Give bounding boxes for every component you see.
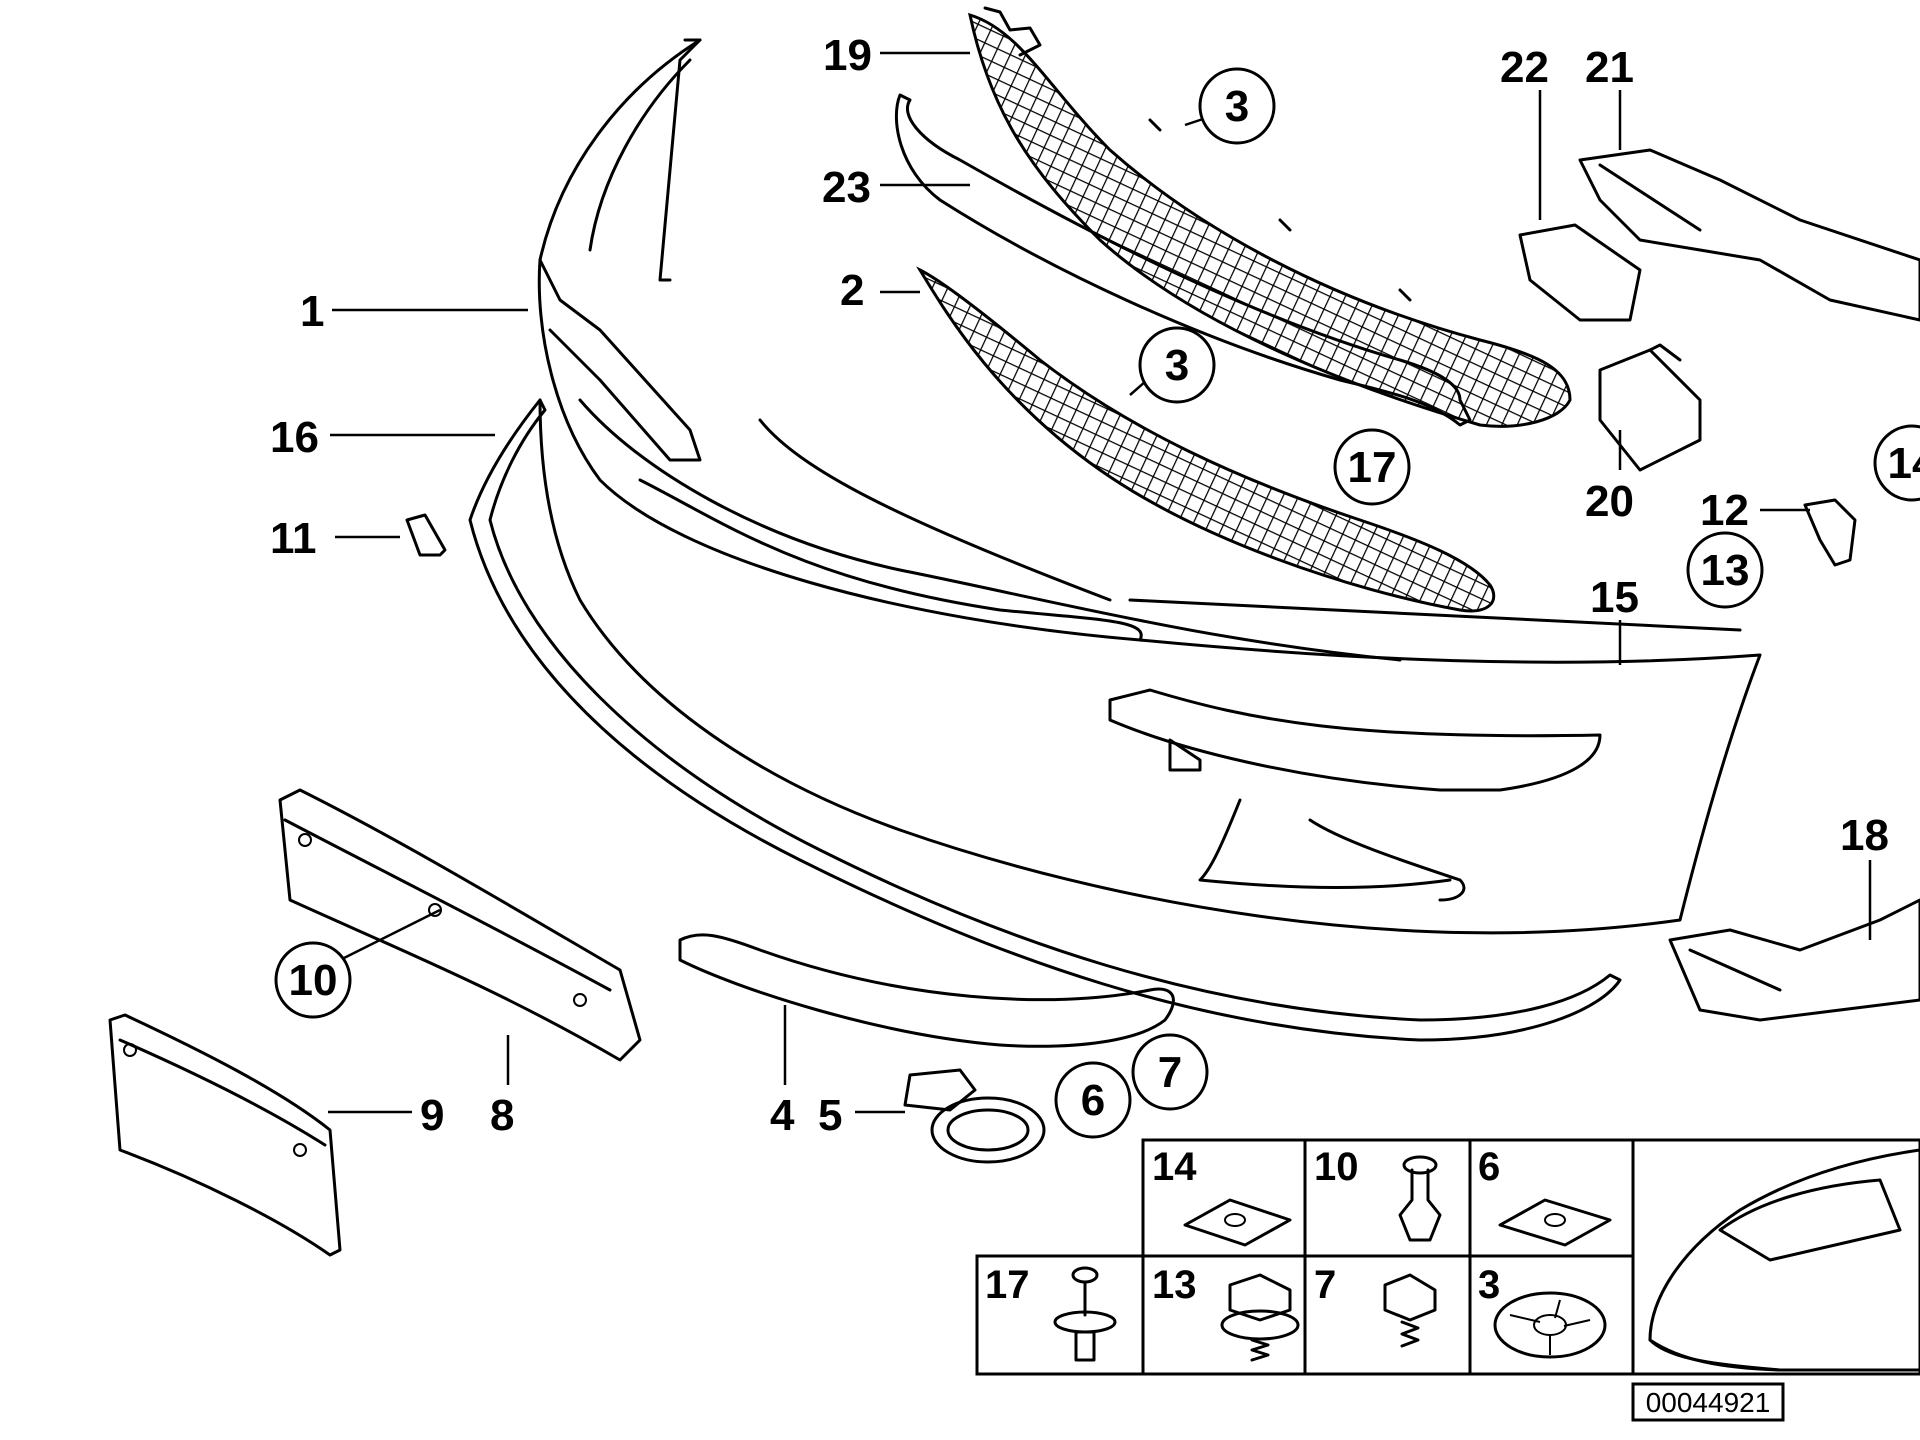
speed-nut-6-drawing [1498,1198,1612,1247]
callout-10: 10 [274,941,352,1019]
svg-text:17: 17 [1348,443,1397,492]
bumper-cover [537,38,1762,935]
table-cell-3: 3 [1478,1263,1500,1307]
svg-text:7: 7 [1158,1048,1182,1097]
svg-text:3: 3 [1165,341,1189,390]
table-cell-13: 13 [1152,1263,1197,1307]
callout-2: 2 [840,266,864,315]
lower-trim-strip [468,398,1622,1042]
callout-23: 23 [822,163,871,212]
callout-20: 20 [1585,477,1634,526]
callout-11: 11 [270,514,317,563]
callout-4: 4 [770,1091,795,1140]
table-cell-7: 7 [1314,1263,1336,1307]
callout-21: 21 [1585,43,1634,92]
table-cell-17: 17 [985,1263,1030,1307]
table-cell-14: 14 [1152,1145,1197,1189]
bottom-spoiler-strip [678,933,1175,1048]
trim-strip-23 [894,93,1472,427]
callout-5: 5 [818,1091,842,1140]
callout-16: 16 [270,413,319,462]
callout-8: 8 [490,1091,514,1140]
small-cap-11 [405,513,447,557]
lower-grille [916,266,1496,613]
air-duct-21 [1578,148,1920,322]
hex-bolt-7-drawing [1383,1273,1437,1348]
leader-lines [328,51,1872,1114]
svg-text:6: 6 [1081,1076,1105,1125]
push-rivet-10-drawing [1398,1155,1442,1242]
reference-box: 00044921 [1631,1382,1785,1422]
callout-6: 6 [1054,1061,1132,1139]
svg-text:10: 10 [289,956,338,1005]
callout-14: 14 [1873,424,1920,502]
push-rivet-17-drawing [1053,1266,1117,1362]
callout-3-lower: 3 [1138,326,1216,404]
clip-12 [1803,498,1857,567]
svg-text:14: 14 [1888,439,1920,488]
car-thumbnail-drawing [1648,1148,1920,1372]
speed-nut-14-drawing [1183,1198,1292,1247]
bracket-22 [1518,223,1642,322]
svg-text:3: 3 [1225,82,1249,131]
callout-3-upper: 3 [1198,67,1276,145]
callout-17: 17 [1333,428,1411,506]
hex-bolt-13-drawing [1220,1273,1300,1362]
callout-9: 9 [420,1091,444,1140]
callout-1: 1 [300,287,324,336]
air-duct-18 [1668,898,1920,1022]
bracket-20 [1598,343,1702,472]
fastener-table: 14 10 6 17 13 7 3 [975,1138,1920,1376]
callout-7: 7 [1131,1033,1209,1111]
license-plate-bracket [278,788,642,1062]
callout-22: 22 [1500,43,1549,92]
cap-3-drawing [1493,1291,1607,1359]
table-cell-6: 6 [1478,1145,1500,1189]
callout-13: 13 [1686,531,1764,609]
reference-number: 00044921 [1646,1387,1771,1418]
callout-19: 19 [823,31,872,80]
callout-15: 15 [1590,573,1639,622]
tow-hook-cover [903,1068,1046,1164]
callout-12: 12 [1700,486,1749,535]
license-plate-base [108,1013,342,1257]
callout-18: 18 [1840,811,1889,860]
svg-text:13: 13 [1701,546,1750,595]
table-cell-10: 10 [1314,1145,1359,1189]
upper-grille [968,6,1572,428]
